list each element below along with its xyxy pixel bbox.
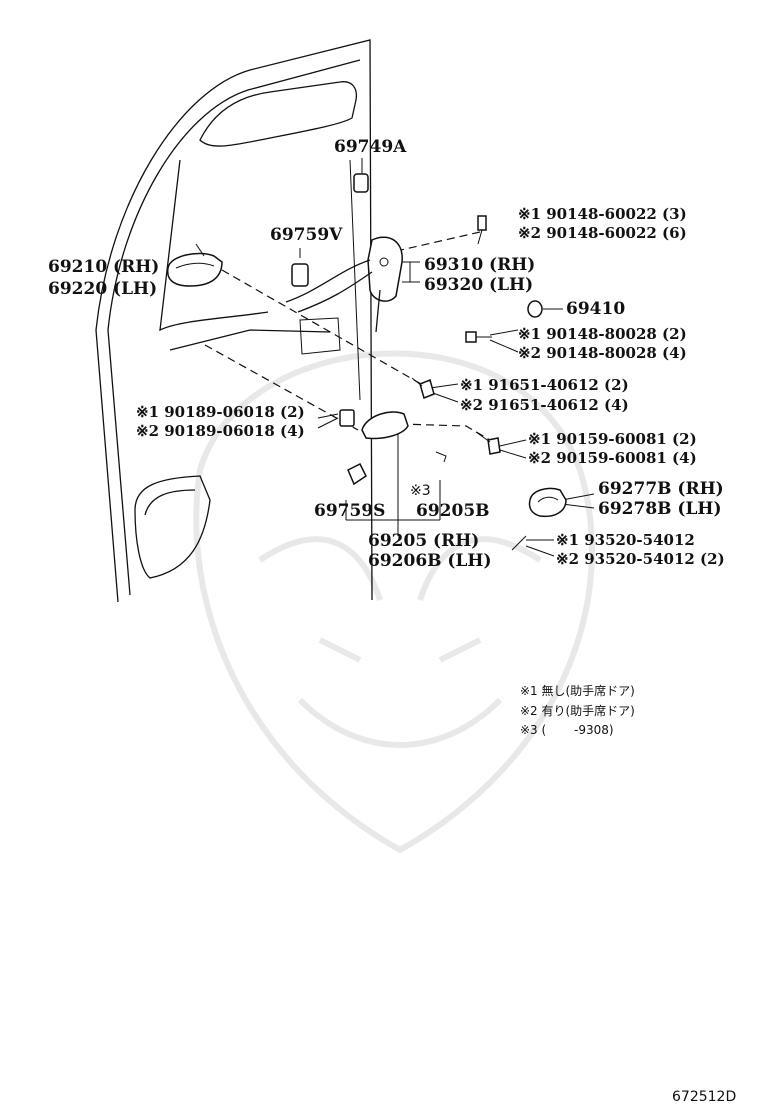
label-bolt-90148-80028-2: ※2 90148-80028 (4) xyxy=(518,344,687,362)
label-69310: 69310 (RH) xyxy=(424,255,535,275)
label-69749A: 69749A xyxy=(334,137,407,157)
label-bolt-91651-40612-1: ※1 91651-40612 (2) xyxy=(460,376,629,394)
label-69277B: 69277B (RH) xyxy=(598,479,724,499)
label-bolt-90189-06018-2: ※2 90189-06018 (4) xyxy=(136,422,305,440)
label-bolt-93520-54012-2: ※2 93520-54012 (2) xyxy=(556,550,725,568)
label-69759S: 69759S xyxy=(314,501,385,521)
screw-91651-40612 xyxy=(411,377,435,400)
diagram-code: 672512D xyxy=(672,1089,736,1105)
label-bolt-90159-60081-2: ※2 90159-60081 (4) xyxy=(528,449,697,467)
screw-93520-54012 xyxy=(511,535,527,551)
screw-90159-60081 xyxy=(475,431,501,455)
note-1: ※1 無し(助手席ドア) xyxy=(520,683,635,698)
label-mark3: ※3 xyxy=(410,483,431,499)
part-labels: 69749A 69759V 69210 (RH) 69220 (LH) 6931… xyxy=(48,137,724,571)
label-69320: 69320 (LH) xyxy=(424,275,533,295)
label-69410: 69410 xyxy=(566,299,625,319)
bolt-labels: ※1 90148-60022 (3) ※2 90148-60022 (6) ※1… xyxy=(136,205,725,568)
note-2: ※2 有り(助手席ドア) xyxy=(520,703,635,718)
label-69220: 69220 (LH) xyxy=(48,279,157,299)
label-69759V: 69759V xyxy=(270,225,343,245)
label-69210: 69210 (RH) xyxy=(48,257,159,277)
label-bolt-90148-80028-1: ※1 90148-80028 (2) xyxy=(518,325,687,343)
screw-90148-80028 xyxy=(465,331,492,343)
label-bolt-90159-60081-1: ※1 90159-60081 (2) xyxy=(528,430,697,448)
part-drawings xyxy=(166,173,567,551)
footnotes: ※1 無し(助手席ドア) ※2 有り(助手席ドア) ※3 ( -9308) xyxy=(520,683,635,737)
label-bolt-93520-54012-1: ※1 93520-54012 xyxy=(556,531,695,549)
door-outline xyxy=(95,39,373,603)
dashed-lines xyxy=(204,231,491,441)
label-bolt-90189-06018-1: ※1 90189-06018 (2) xyxy=(136,403,305,421)
label-bolt-90148-60022-2: ※2 90148-60022 (6) xyxy=(518,224,687,242)
note-3: ※3 ( -9308) xyxy=(520,723,614,737)
label-69278B: 69278B (LH) xyxy=(598,499,722,519)
label-69205: 69205 (RH) xyxy=(368,531,479,551)
label-69205B: 69205B xyxy=(416,501,490,521)
leader-lines xyxy=(299,158,595,557)
screw-90148-60022 xyxy=(477,215,487,245)
label-69206B: 69206B (LH) xyxy=(368,551,492,571)
label-bolt-90148-60022-1: ※1 90148-60022 (3) xyxy=(518,205,687,223)
label-bolt-91651-40612-2: ※2 91651-40612 (4) xyxy=(460,396,629,414)
